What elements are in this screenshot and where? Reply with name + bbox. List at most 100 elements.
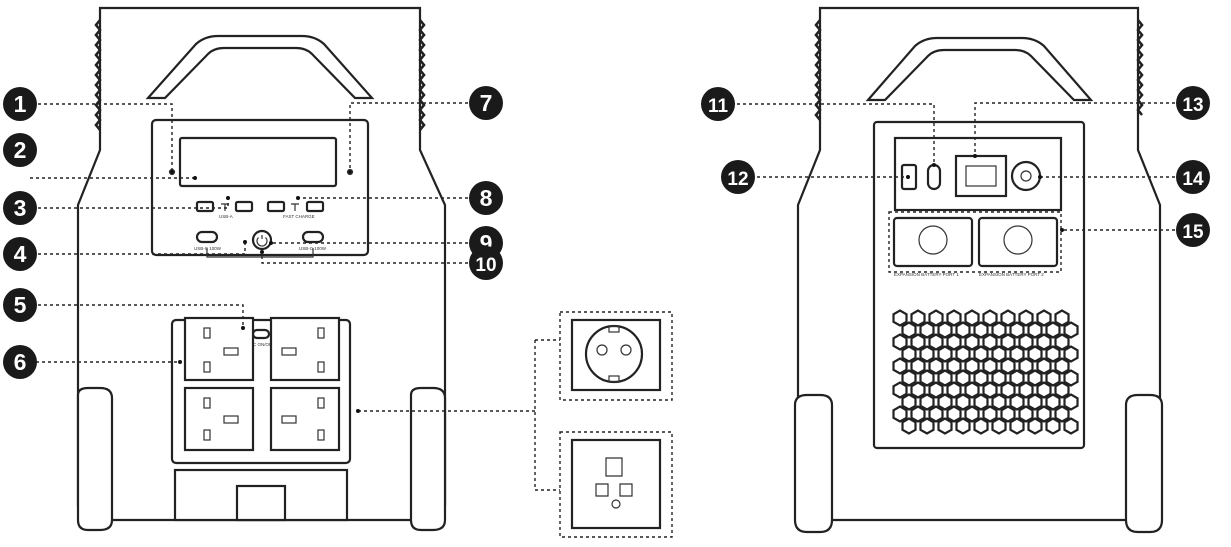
callout-badge-4: 4	[3, 237, 37, 271]
vent-hole	[946, 333, 962, 351]
grounding-terminal	[1010, 160, 1042, 192]
vent-hole	[910, 405, 926, 423]
vent-hole	[1018, 309, 1034, 327]
back-grip-right	[1136, 19, 1144, 116]
vent-hole	[1063, 369, 1079, 387]
vent-hole	[1045, 417, 1061, 435]
vent-hole	[1009, 345, 1025, 363]
usb-a-label: USB-A	[219, 214, 233, 219]
vent-hole	[1063, 345, 1079, 363]
vent-hole	[937, 369, 953, 387]
vent-hole	[1018, 333, 1034, 351]
vent-hole	[1045, 345, 1061, 363]
expansion-battery-port	[892, 216, 974, 268]
front-handle	[145, 34, 375, 100]
vent-hole	[1054, 309, 1070, 327]
vent-hole	[937, 321, 953, 339]
eu-socket-face	[584, 324, 644, 384]
callout-number: 11	[708, 96, 729, 117]
callout-circle	[3, 133, 37, 167]
vent-hole	[973, 345, 989, 363]
callout-circle	[469, 181, 503, 215]
vent-hole	[1000, 357, 1016, 375]
vent-hole	[1045, 369, 1061, 387]
vent-hole	[1018, 405, 1034, 423]
usb-a-port	[234, 200, 254, 213]
ac-switch-label: AC ON/OFF	[250, 342, 275, 347]
callout-badge-1: 1	[3, 87, 37, 121]
vent-hole	[973, 369, 989, 387]
vent-hole	[892, 309, 908, 327]
leader-5	[38, 304, 244, 328]
vent-hole	[1036, 333, 1052, 351]
vent-hole	[946, 309, 962, 327]
vent-hole	[1027, 369, 1043, 387]
vent-hole	[928, 333, 944, 351]
vent-hole	[973, 321, 989, 339]
callout-badge-8: 8	[469, 181, 503, 215]
vent-hole	[946, 357, 962, 375]
universal-socket	[570, 438, 662, 530]
vent-hole	[937, 393, 953, 411]
callout-number: 10	[475, 255, 496, 276]
vent-hole	[919, 417, 935, 435]
ac-outlet	[183, 386, 255, 452]
callout-number: 1	[14, 91, 27, 117]
vent-hole	[964, 333, 980, 351]
front-bottom-tab	[235, 484, 287, 522]
callout-badge-14: 14	[1176, 160, 1210, 194]
vent-hole	[1027, 393, 1043, 411]
callout-badge-6: 6	[3, 345, 37, 379]
vent-hole	[964, 381, 980, 399]
vent-hole	[1036, 381, 1052, 399]
leader-4	[38, 242, 246, 255]
expansion-battery-port	[977, 216, 1059, 268]
vent-hole	[1027, 321, 1043, 339]
vent-hole	[928, 357, 944, 375]
vent-hole	[1009, 417, 1025, 435]
front-grip-left	[94, 19, 102, 131]
callout-number: 6	[14, 349, 27, 375]
callout-number: 7	[480, 90, 493, 116]
vent-hole	[1045, 393, 1061, 411]
vent-hole	[910, 333, 926, 351]
vent-hole	[901, 417, 917, 435]
callout-circle	[3, 87, 37, 121]
callout-number: 15	[1182, 222, 1204, 243]
vent-hole	[991, 417, 1007, 435]
vent-hole	[991, 393, 1007, 411]
vent-hole	[946, 381, 962, 399]
vent-hole	[973, 417, 989, 435]
vent-hole	[937, 417, 953, 435]
callout-circle	[721, 160, 755, 194]
vent-hole	[892, 357, 908, 375]
expansion-port-frame	[888, 211, 1062, 273]
fast-charge-label: FAST CHARGE	[283, 214, 315, 219]
vent-hole	[901, 321, 917, 339]
callout-circle	[1176, 213, 1210, 247]
vent-hole	[1063, 393, 1079, 411]
callout-circle	[1176, 160, 1210, 194]
back-view: EXPANSION BATTERY PORT 1 EXPANSION BATTE…	[793, 6, 1164, 534]
leader-endpoints	[170, 154, 1064, 413]
vent-hole	[955, 417, 971, 435]
vent-hole	[1009, 369, 1025, 387]
vent-hole	[937, 345, 953, 363]
vent-hole	[919, 321, 935, 339]
universal-socket-inset-frame	[559, 431, 673, 538]
ac-switch	[251, 328, 271, 340]
socket-inset-leader	[358, 339, 560, 491]
vent-hole	[919, 393, 935, 411]
vent-hole	[1036, 309, 1052, 327]
indicator-light-right	[346, 168, 354, 176]
vent-hole	[946, 405, 962, 423]
ac-input-port	[954, 154, 1008, 198]
vent-hole	[982, 333, 998, 351]
callout-circle	[469, 86, 503, 120]
callout-badge-13: 13	[1176, 86, 1210, 120]
callout-badge-12: 12	[721, 160, 755, 194]
vent-hole	[955, 369, 971, 387]
callout-number: 4	[14, 241, 27, 267]
